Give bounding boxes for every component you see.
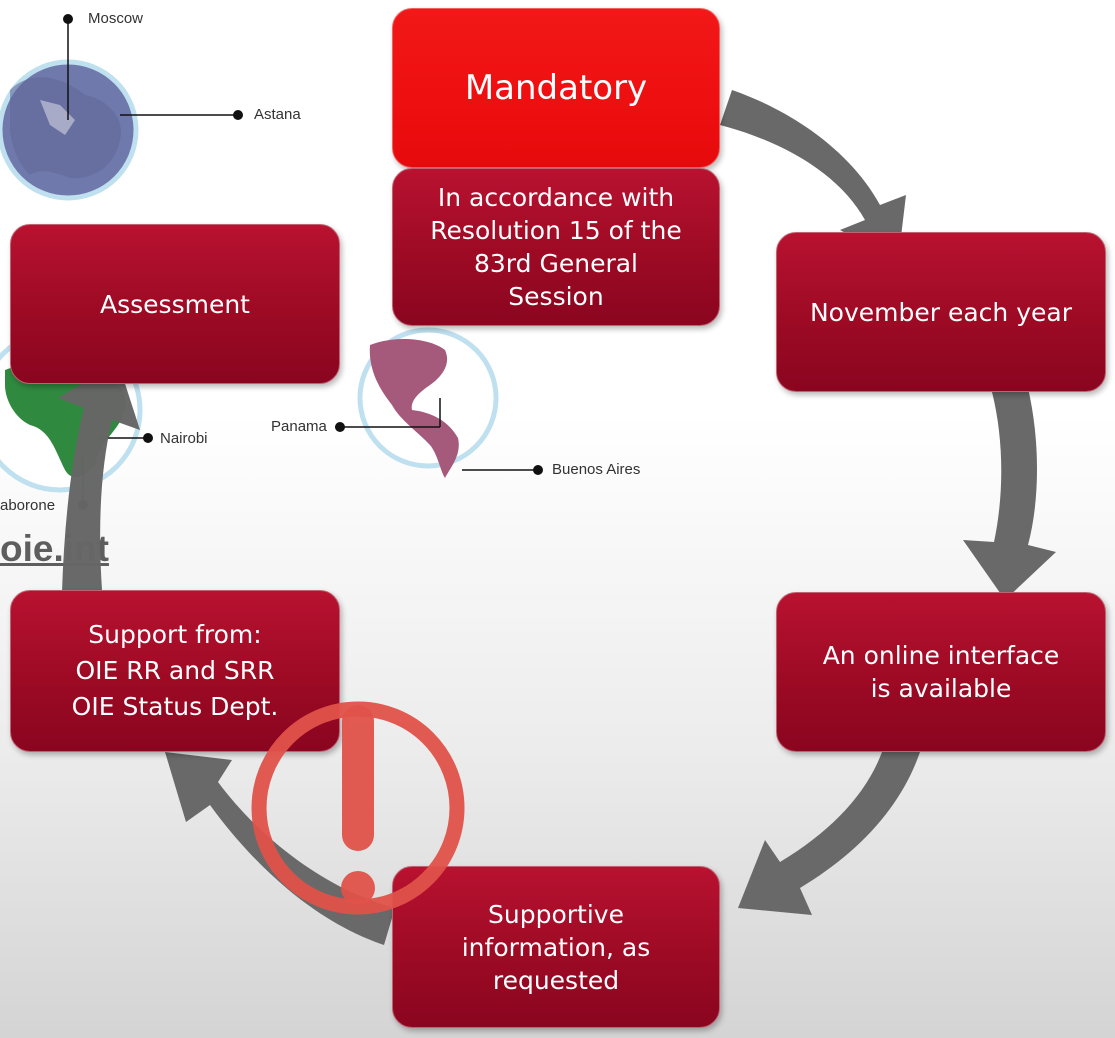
city-dot-icon <box>143 433 153 443</box>
cycle-arrow-icon <box>720 90 906 262</box>
resolution-line: 83rd General <box>474 249 638 278</box>
online-line: An online interface <box>822 641 1060 670</box>
support-line: OIE RR and SRR <box>75 656 275 685</box>
online-line: is available <box>870 674 1012 703</box>
supportive-line: information, as <box>461 932 651 962</box>
supportive-line: requested <box>492 965 620 995</box>
globe-americas-icon <box>357 327 499 478</box>
supportive-information-box: Supportive information, as requested <box>392 866 720 1028</box>
city-label-panama: Panama <box>271 418 327 435</box>
city-label-astana: Astana <box>254 106 301 123</box>
city-label-nairobi: Nairobi <box>160 430 208 447</box>
city-label-moscow: Moscow <box>88 10 144 27</box>
resolution-box: In accordance with Resolution 15 of the … <box>392 168 720 326</box>
supportive-line: Supportive <box>488 899 624 929</box>
resolution-line: In accordance with <box>437 183 675 212</box>
city-label-buenos-aires: Buenos Aires <box>552 461 641 478</box>
assessment-label: Assessment <box>100 289 250 319</box>
mandatory-box: Mandatory <box>392 8 720 168</box>
support-line: OIE Status Dept. <box>71 692 279 721</box>
november-label: November each year <box>809 297 1072 327</box>
support-line: Support from: <box>88 620 262 649</box>
assessment-box: Assessment <box>10 224 340 384</box>
resolution-line: Session <box>508 282 604 311</box>
city-dot-icon <box>533 465 543 475</box>
cycle-arrow-icon <box>963 388 1056 600</box>
city-dot-icon <box>335 422 345 432</box>
city-dot-icon <box>233 110 243 120</box>
cycle-arrow-icon <box>165 752 395 945</box>
support-from-box: Support from: OIE RR and SRR OIE Status … <box>10 590 340 752</box>
cycle-arrow-icon <box>58 362 140 592</box>
mandatory-label: Mandatory <box>464 67 648 108</box>
resolution-line: Resolution 15 of the <box>430 216 682 245</box>
city-dot-icon <box>63 14 73 24</box>
cycle-arrow-icon <box>738 752 920 915</box>
november-box: November each year <box>776 232 1106 392</box>
city-label-gaborone: aborone <box>0 497 56 514</box>
online-interface-box: An online interface is available <box>776 592 1106 752</box>
